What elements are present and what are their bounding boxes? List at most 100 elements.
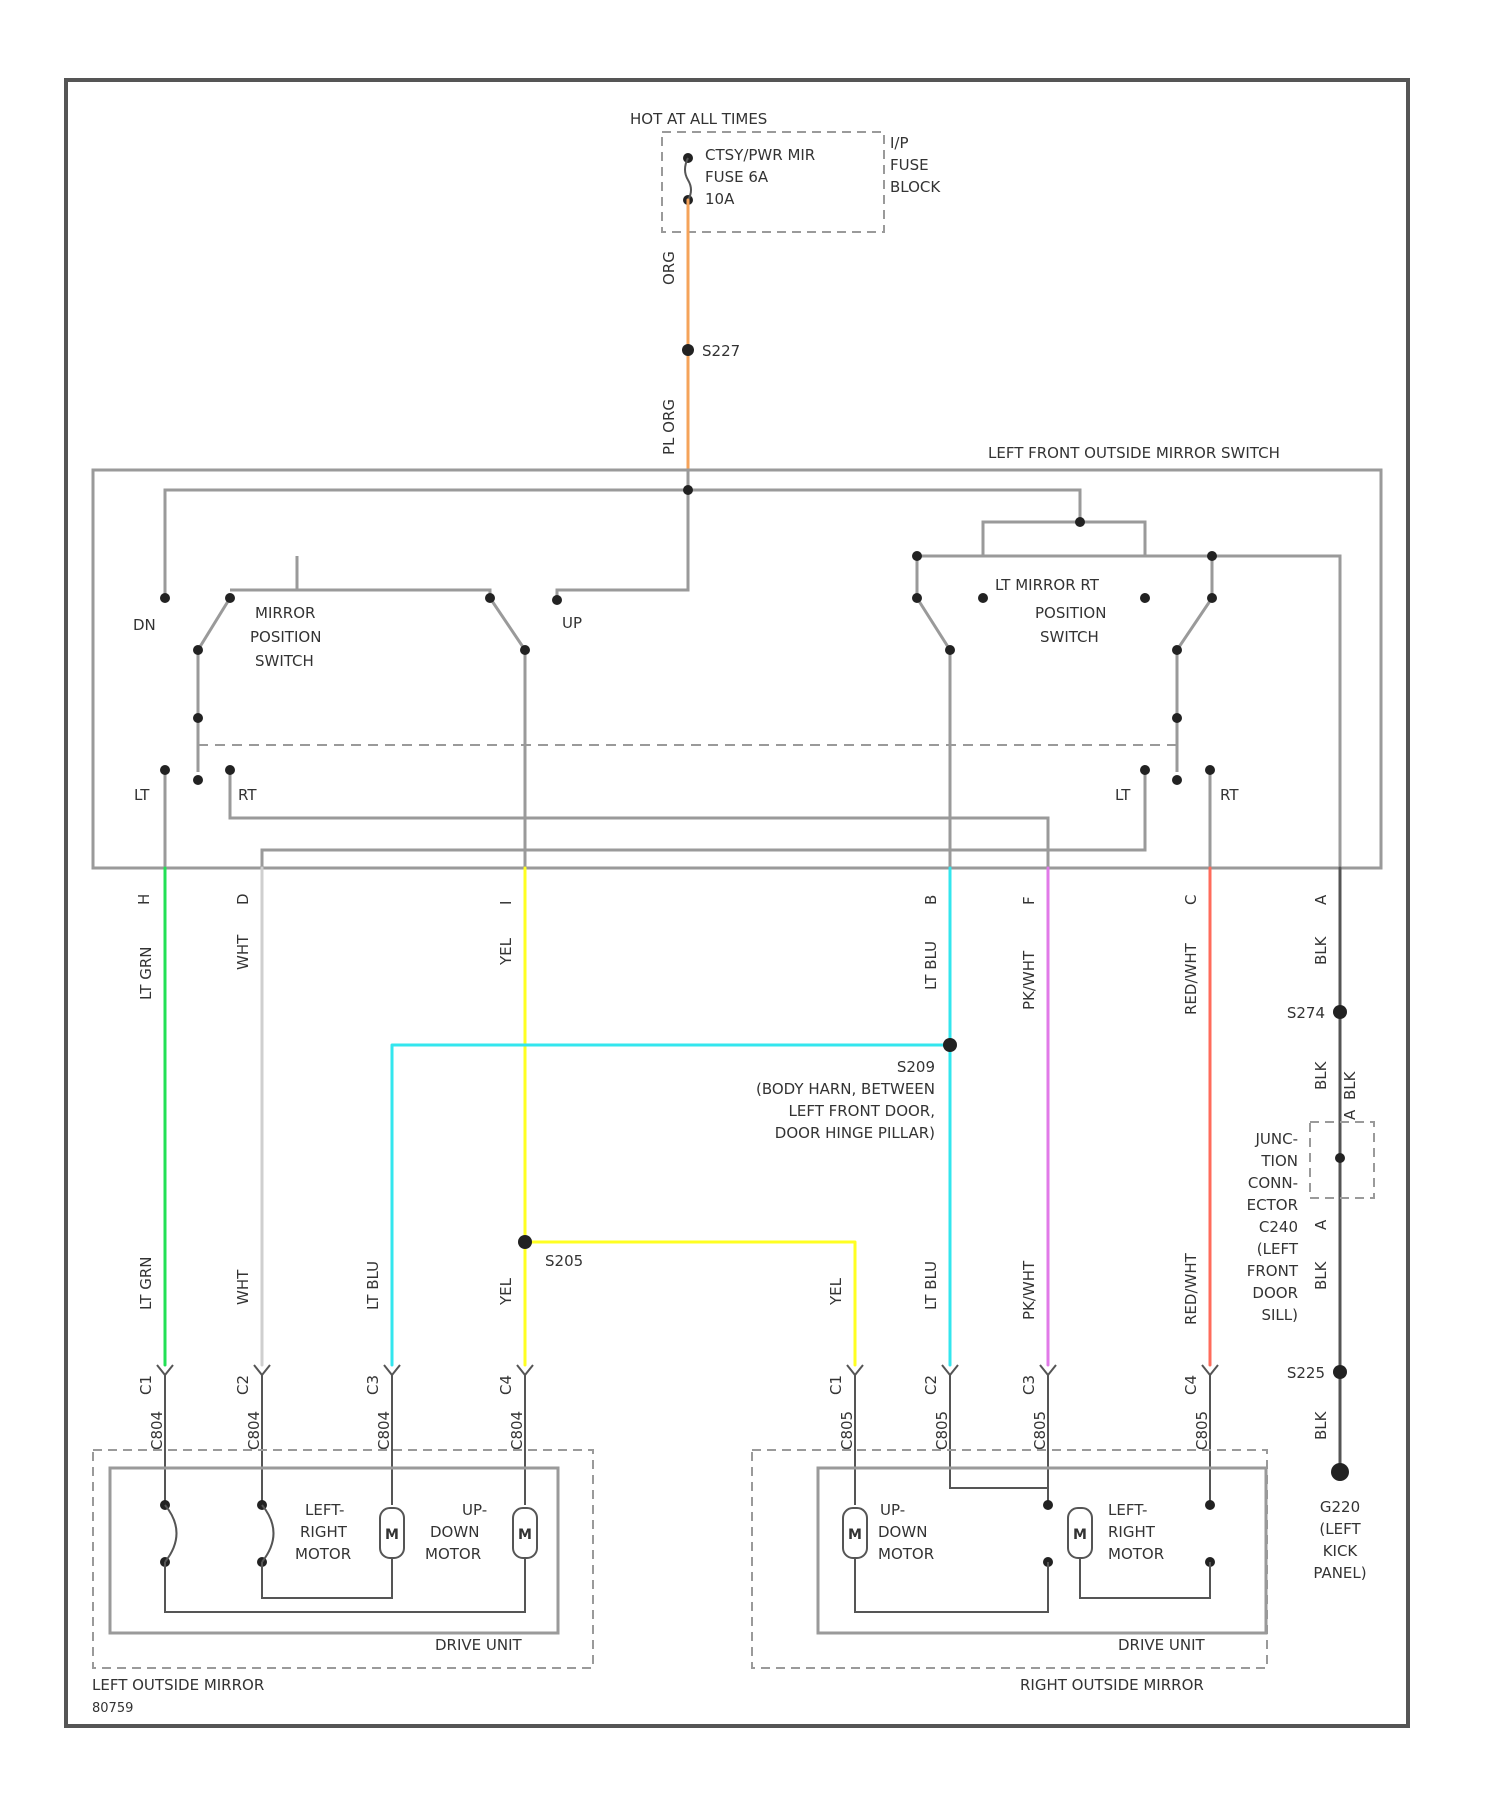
right-drive-unit-label: DRIVE UNIT — [1118, 1636, 1206, 1654]
junction-label-5: C240 — [1259, 1218, 1298, 1236]
wire-label-blk-upper: BLK — [1312, 935, 1330, 965]
left-lr-switch-icon-1 — [165, 1505, 177, 1562]
wire-label-pk-wht-lower: PK/WHT — [1020, 1260, 1038, 1320]
right-ud-motor-m: M — [848, 1527, 862, 1543]
wire-label-yel-lower-right: YEL — [827, 1277, 845, 1306]
fuse-block-label-2: FUSE — [890, 156, 929, 174]
wire-label-lt-blu-lower-left: LT BLU — [364, 1261, 382, 1310]
conn-pin-label-4: C4 — [497, 1375, 515, 1395]
left-mirror-common-wire — [262, 1558, 392, 1598]
left-outside-mirror: M M LEFT- RIGHT MOTOR UP- DOWN MOTOR DRI… — [92, 1450, 593, 1694]
conn-label-7: C805 — [1031, 1411, 1049, 1450]
left-lr-motor-label-3: MOTOR — [295, 1545, 351, 1563]
right-lr-motor-label-3: MOTOR — [1108, 1545, 1164, 1563]
ground-label-2: (LEFT — [1319, 1520, 1361, 1538]
wire-label-wht-lower: WHT — [234, 1269, 252, 1305]
left-drive-unit-label: DRIVE UNIT — [435, 1636, 523, 1654]
conn-label-8: C805 — [1193, 1411, 1211, 1450]
right-lr-motor-m: M — [1073, 1527, 1087, 1543]
right-lr-motor-label-2: RIGHT — [1108, 1523, 1156, 1541]
harness-wires — [165, 868, 1340, 1470]
splice-s274-label: S274 — [1287, 1004, 1325, 1022]
conn-label-1: C804 — [148, 1411, 166, 1450]
switch-up-label: UP — [562, 614, 582, 632]
right-mirror-return-wire — [855, 1558, 1048, 1612]
lr-position-switch-label-1: LT MIRROR RT — [995, 576, 1100, 594]
switch-internal-wiring — [165, 470, 1340, 868]
wire-label-pk-wht-upper: PK/WHT — [1020, 950, 1038, 1010]
diagram-frame — [66, 80, 1408, 1726]
right-lt-blu-internal — [950, 1480, 1048, 1505]
ground-label-4: PANEL) — [1313, 1564, 1366, 1582]
ground-label-3: KICK — [1323, 1542, 1359, 1560]
ground-g220 — [1331, 1463, 1349, 1481]
switch-lt-right-label: LT — [1115, 786, 1131, 804]
conn-label-4: C804 — [508, 1411, 526, 1450]
mirror-position-switch-label-2: POSITION — [250, 628, 321, 646]
pin-c: C — [1182, 895, 1200, 905]
junction-label-2: TION — [1260, 1152, 1298, 1170]
left-ud-motor-label-2: DOWN — [430, 1523, 479, 1541]
junction-label-7: FRONT — [1247, 1262, 1299, 1280]
junction-label-6: (LEFT — [1257, 1240, 1299, 1258]
left-mirror-return-wire — [165, 1558, 525, 1612]
mirror-position-switch-label-3: SWITCH — [255, 652, 314, 670]
splice-s227 — [682, 344, 694, 356]
junction-label-8: DOOR — [1252, 1284, 1298, 1302]
conn-pin-label-2: C2 — [234, 1375, 252, 1395]
wire-label-red-wht-upper: RED/WHT — [1182, 942, 1200, 1015]
fuse-block-label-3: BLOCK — [890, 178, 941, 196]
wire-label-blk-3: BLK — [1312, 1260, 1330, 1290]
splice-s209-label-4: DOOR HINGE PILLAR) — [775, 1124, 935, 1142]
splice-s225-label: S225 — [1287, 1364, 1325, 1382]
pin-a: A — [1312, 894, 1330, 905]
wire-label-yel-lower-left: YEL — [497, 1277, 515, 1306]
right-ud-motor-label-2: DOWN — [878, 1523, 927, 1541]
left-ud-motor-label-1: UP- — [462, 1501, 487, 1519]
conn-label-3: C804 — [375, 1411, 393, 1450]
conn-pin-label-1: C1 — [137, 1375, 155, 1395]
ground-label-1: G220 — [1320, 1498, 1360, 1516]
wire-label-blk-2: BLK — [1341, 1070, 1359, 1100]
lr-position-switch-label-2: POSITION — [1035, 604, 1106, 622]
switch-rt-left-label: RT — [238, 786, 257, 804]
wire-label-blk-4: BLK — [1312, 1410, 1330, 1440]
mirror-position-switch-label-1: MIRROR — [255, 604, 315, 622]
right-mirror-title: RIGHT OUTSIDE MIRROR — [1020, 1676, 1204, 1694]
fuse-label-2: FUSE 6A — [705, 168, 769, 186]
wire-label-lt-grn-lower: LT GRN — [137, 1257, 155, 1311]
right-ud-motor-label-3: MOTOR — [878, 1545, 934, 1563]
fuse-label-1: CTSY/PWR MIR — [705, 146, 815, 164]
pin-d: D — [234, 893, 252, 905]
pin-i: I — [497, 901, 515, 905]
wire-label-pl-org: PL ORG — [660, 399, 678, 455]
conn-pin-label-6: C2 — [922, 1375, 940, 1395]
splice-s274 — [1333, 1005, 1347, 1019]
wire-label-lt-blu-upper: LT BLU — [922, 941, 940, 990]
fuse-icon — [685, 158, 691, 200]
fuse-block-label-1: I/P — [890, 134, 909, 152]
switch-lt-left-label: LT — [134, 786, 150, 804]
right-mirror-common-wire — [1080, 1558, 1210, 1598]
switch-dn-label: DN — [133, 616, 156, 634]
left-lr-motor-label-1: LEFT- — [305, 1501, 344, 1519]
splice-s209-label-1: S209 — [897, 1058, 935, 1076]
wire-label-lt-grn-upper: LT GRN — [137, 947, 155, 1001]
left-lr-motor-label-2: RIGHT — [300, 1523, 348, 1541]
pin-f: F — [1020, 896, 1038, 905]
left-ud-motor-label-3: MOTOR — [425, 1545, 481, 1563]
conn-label-2: C804 — [245, 1411, 263, 1450]
fuse-label-3: 10A — [705, 190, 735, 208]
junction-pin-top — [1335, 1153, 1345, 1163]
pin-h: H — [135, 894, 153, 905]
lr-position-switch-label-3: SWITCH — [1040, 628, 1099, 646]
conn-label-6: C805 — [933, 1411, 951, 1450]
splice-s209-label-2: (BODY HARN, BETWEEN — [756, 1080, 935, 1098]
wire-label-red-wht-lower: RED/WHT — [1182, 1252, 1200, 1325]
wire-label-yel-upper: YEL — [497, 937, 515, 966]
junction-pin-bottom-label: A — [1312, 1219, 1330, 1230]
right-outside-mirror: M M UP- DOWN MOTOR LEFT- RIGHT MOTOR DRI… — [752, 1450, 1267, 1694]
junction-label-4: ECTOR — [1247, 1196, 1298, 1214]
right-terminal-3 — [1205, 1500, 1215, 1510]
